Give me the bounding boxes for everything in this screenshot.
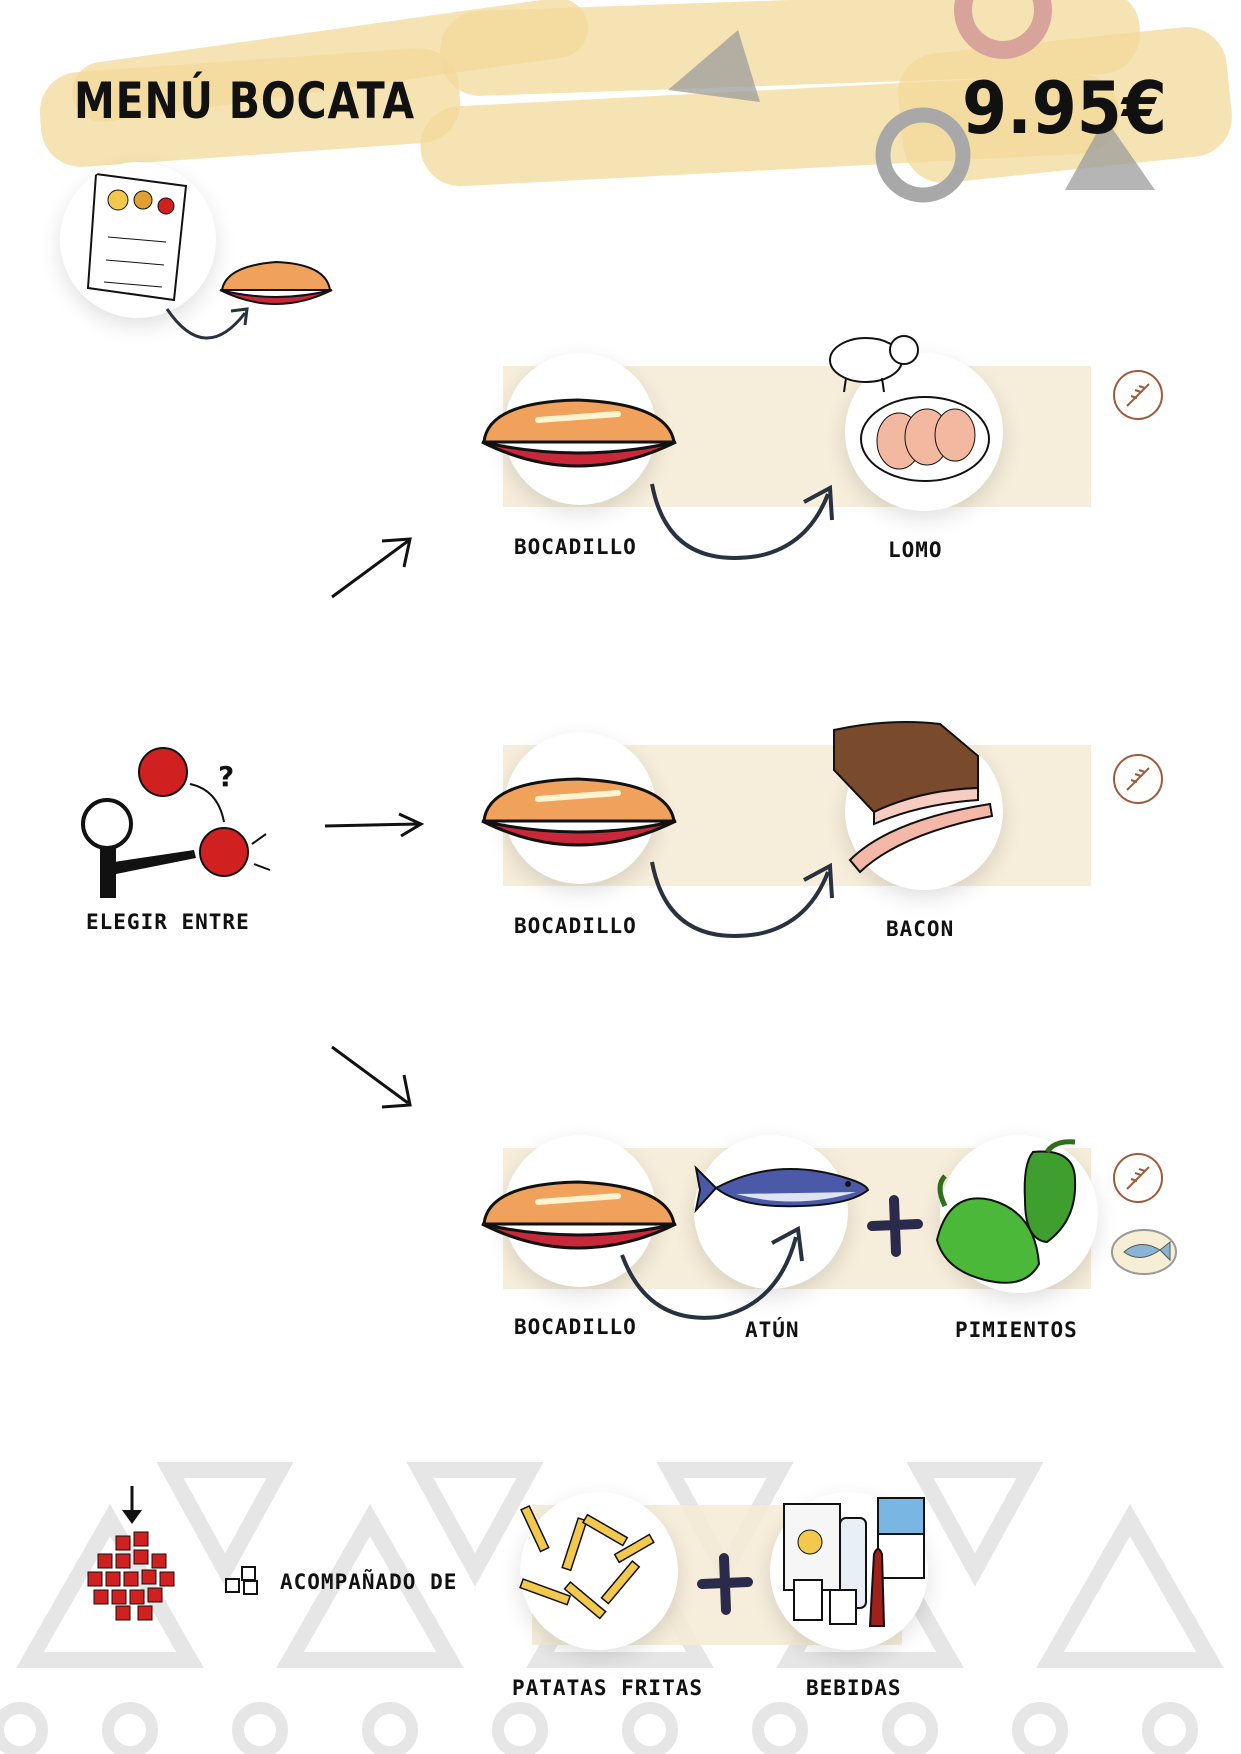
bread-label: BOCADILLO: [514, 535, 637, 559]
arrow-up-right-icon: [331, 537, 412, 599]
filling-label: ATÚN: [745, 1318, 800, 1342]
tuna-fish-icon: [694, 1165, 870, 1214]
side-item-label: BEBIDAS: [806, 1676, 902, 1700]
pork-loin-icon: [860, 396, 990, 482]
filling-circle: [845, 353, 1003, 511]
curved-arrow-icon: [620, 1225, 804, 1320]
tuna-circle: [694, 1135, 848, 1289]
page-title: MENÚ BOCATA: [74, 72, 415, 130]
small-sandwich-icon: [219, 260, 333, 305]
svg-text:?: ?: [218, 760, 234, 793]
menu-list-icon: [86, 172, 188, 302]
bread-label: BOCADILLO: [514, 1315, 637, 1339]
choose-between-pictogram: ?: [81, 747, 271, 898]
filling-label: BACON: [886, 917, 955, 941]
curved-arrow-icon: [165, 307, 249, 340]
menu-card-circle: [60, 162, 216, 318]
extra-label: PIMIENTOS: [955, 1318, 1078, 1342]
menu-price: 9.95€: [962, 66, 1167, 150]
side-item-label: PATATAS FRITAS: [512, 1676, 704, 1700]
green-peppers-icon: [935, 1139, 1077, 1284]
gluten-allergen-icon: [1113, 370, 1163, 420]
choose-label: ELEGIR ENTRE: [86, 910, 250, 934]
bacon-icon: [833, 721, 994, 874]
curved-arrow-icon: [650, 483, 834, 560]
decorative-shapes: [668, 0, 1155, 203]
sandwich-icon: [481, 777, 677, 847]
fish-allergen-icon: [1111, 1229, 1177, 1275]
gluten-allergen-icon: [1113, 754, 1163, 804]
plus-icon: [697, 1553, 753, 1615]
curved-arrow-icon: [650, 861, 834, 938]
french-fries-icon: [519, 1504, 655, 1620]
pig-icon: [829, 335, 919, 393]
sandwich-icon: [481, 1180, 677, 1250]
arrow-down-right-icon: [331, 1045, 412, 1109]
arrow-right-icon: [324, 812, 425, 838]
fries-circle: [520, 1492, 678, 1650]
gluten-allergen-icon: [1113, 1153, 1163, 1203]
drinks-icon: [783, 1497, 925, 1627]
squares-icon: [225, 1566, 258, 1595]
side-label: ACOMPAÑADO DE: [280, 1570, 458, 1594]
bread-label: BOCADILLO: [514, 914, 637, 938]
many-items-pictogram: [87, 1486, 175, 1621]
filling-label: LOMO: [888, 538, 943, 562]
sandwich-icon: [481, 398, 677, 468]
plus-icon: [867, 1195, 923, 1257]
